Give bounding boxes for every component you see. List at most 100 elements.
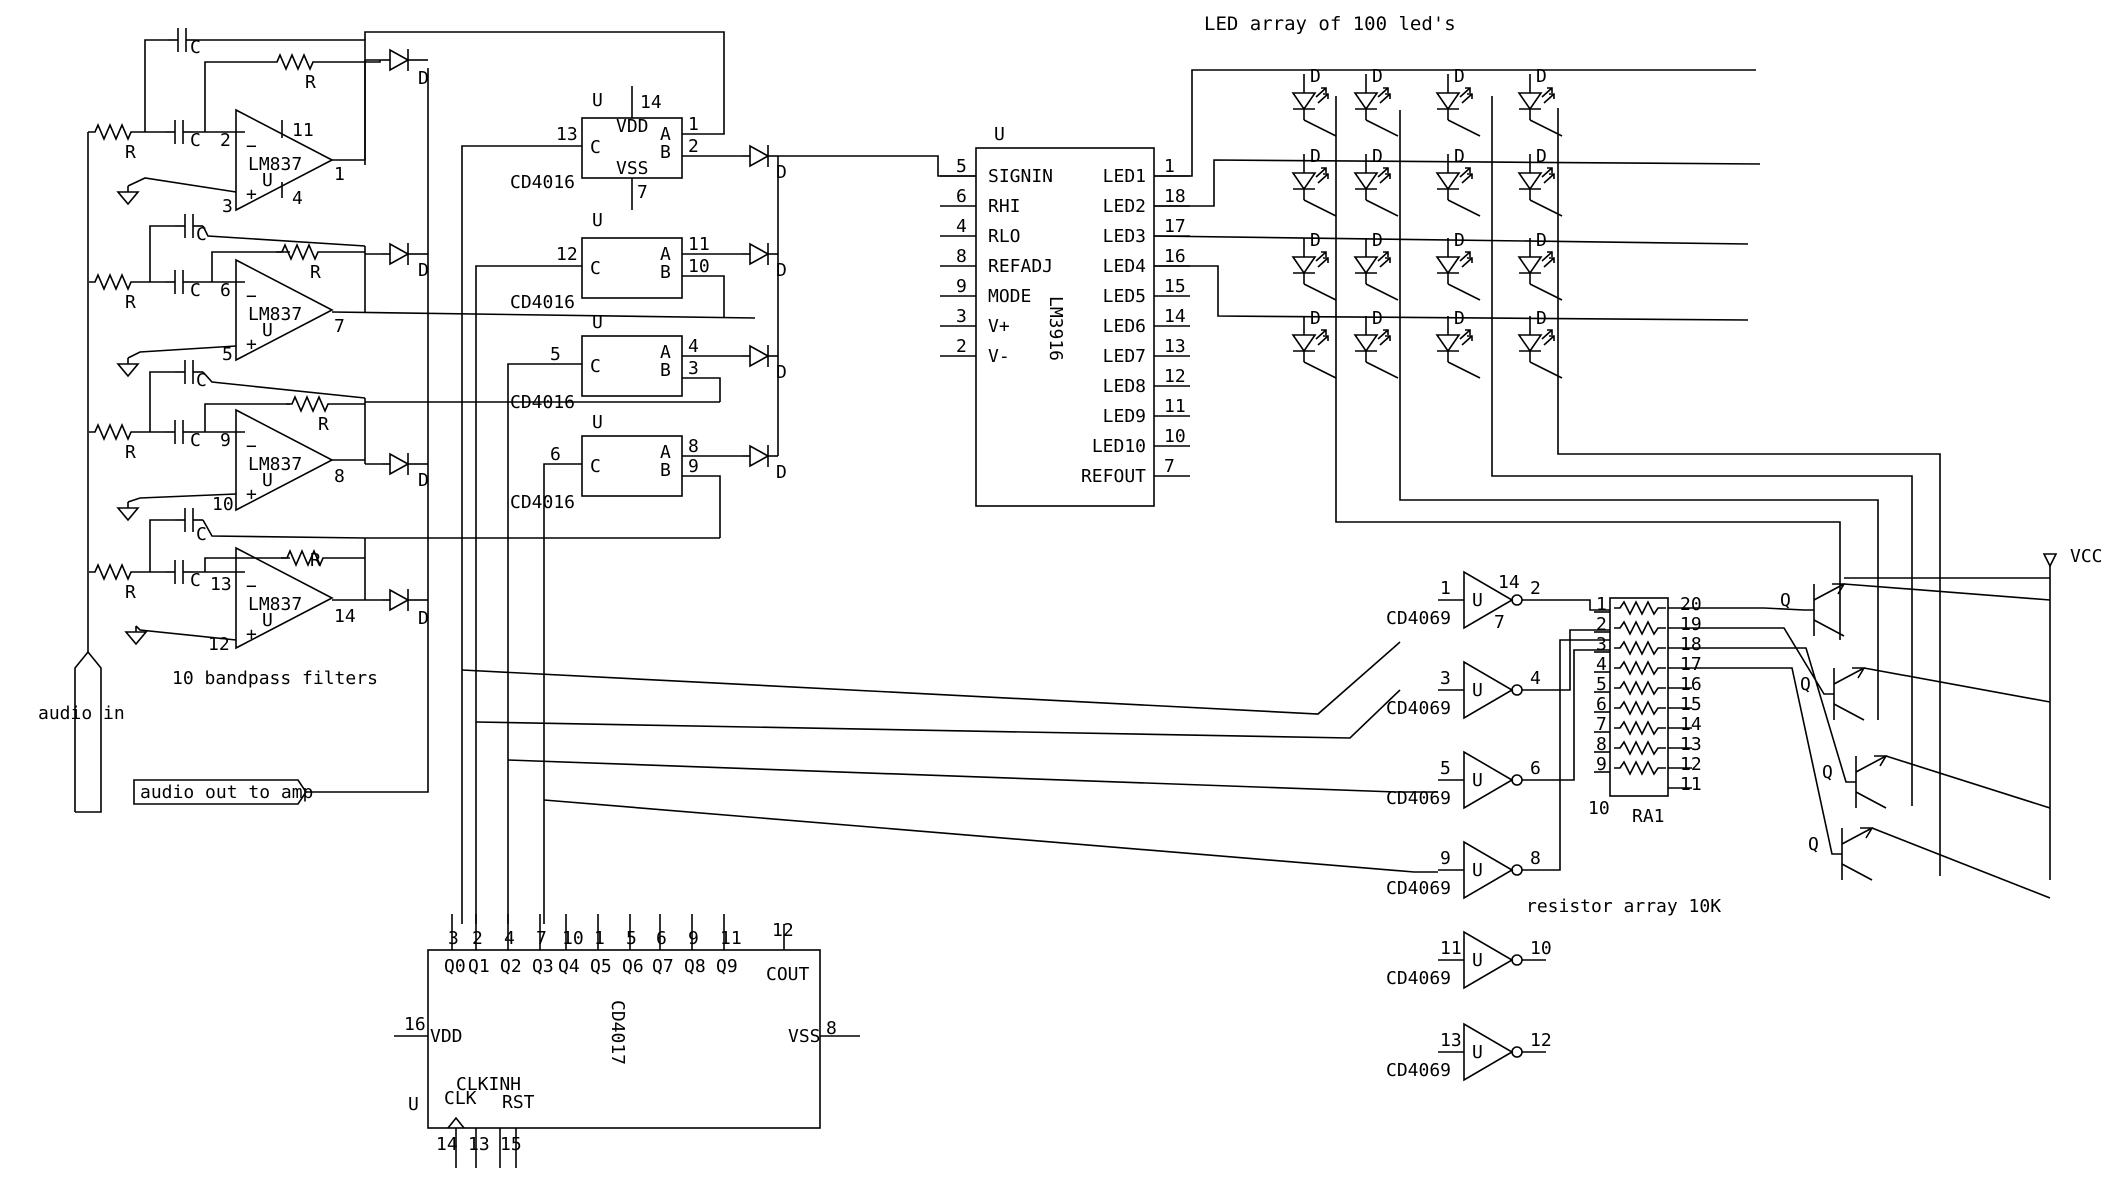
opamp-2-symbol (235, 258, 334, 362)
filter-3-c-label: C (190, 430, 201, 451)
opamp-3-symbol (235, 408, 334, 512)
opamp-1-unit: U (262, 170, 273, 191)
switch-1-part: CD4016 (510, 172, 575, 193)
led-r1-c1 (1292, 81, 1329, 121)
cd4017-vss-pin: 8 (826, 1018, 837, 1039)
ra-right-pin-13: 13 (1680, 734, 1702, 755)
lm3916-pin-led3-num: 17 (1164, 216, 1186, 237)
audio-in-connector (74, 650, 102, 813)
cd4017-pin-q4-num: 10 (562, 928, 584, 949)
filter-2-c-label: C (190, 280, 201, 301)
led-r3-c1-label: D (1310, 230, 1321, 251)
resistor-array-box (1609, 597, 1669, 797)
inverter-1-pwr-top: 14 (1498, 572, 1520, 593)
inverter-5-part: CD4069 (1386, 968, 1451, 989)
led-r4-c3-label: D (1454, 308, 1465, 329)
inverter-6-out-pin: 12 (1530, 1030, 1552, 1051)
transistor-3-label: Q (1822, 762, 1833, 783)
cd4017-bottom-pin-2: 13 (468, 1134, 490, 1155)
switch-1-c-label: C (590, 137, 601, 158)
inverter-2-out-pin: 4 (1530, 668, 1541, 689)
lm3916-pin-led8-num: 12 (1164, 366, 1186, 387)
inverter-5-out-pin: 10 (1530, 938, 1552, 959)
counter-to-inverter-wires (461, 641, 1438, 873)
filter-stage-2: R C C R D 6 5 7 LM837 U (88, 213, 756, 377)
ra-resistor-5 (1614, 680, 1666, 696)
led-r1-c3 (1436, 81, 1473, 121)
switch-3-b-pin: 3 (688, 358, 699, 379)
lm3916-pin-rlo-num: 4 (956, 216, 967, 237)
led-r3-c3-label: D (1454, 230, 1465, 251)
cd4017-rst: RST (502, 1092, 535, 1113)
lm3916-pin-led4-num: 16 (1164, 246, 1186, 267)
inverter-2-part: CD4069 (1386, 698, 1451, 719)
opamp-3-pin-minus: 9 (220, 430, 231, 451)
switch-1-vdd: VDD (616, 116, 649, 137)
cd4017-vss: VSS (788, 1026, 821, 1047)
ra-pin10-label: 10 (1588, 798, 1610, 819)
ra-resistor-1 (1614, 600, 1666, 616)
ra-left-pin-9: 9 (1596, 754, 1607, 775)
cd4017-vdd-pin: 16 (404, 1014, 426, 1035)
cd4017-pin-q1-name: Q1 (468, 956, 490, 977)
filter-3-c2-label: C (196, 370, 207, 391)
filter-4-d-label: D (418, 608, 429, 629)
switch-2-a-pin: 11 (688, 234, 710, 255)
led-r1-c4-label: D (1536, 66, 1547, 87)
led-r2-c2 (1354, 161, 1391, 201)
filter-section: audio in audio out to amp 10 bandpass fi… (38, 27, 756, 813)
lm3916-pin-led1-name: LED1 (1103, 166, 1146, 187)
led-r2-c1 (1292, 161, 1329, 201)
svg-text:A: A (660, 442, 671, 463)
lm3916-pin-v+-name: V+ (988, 316, 1010, 337)
led-r2-c3-label: D (1454, 146, 1465, 167)
ra-left-pin-5: 5 (1596, 674, 1607, 695)
inverter-2-in-pin: 3 (1440, 668, 1451, 689)
inverter-4-unit: U (1472, 860, 1483, 881)
switch-1-unit: U (592, 90, 603, 111)
lm3916-pin-led8-name: LED8 (1103, 376, 1146, 397)
inverter-5-unit: U (1472, 950, 1483, 971)
lm3916-pin-led2-num: 18 (1164, 186, 1186, 207)
cd4017-pin-q9-num: 11 (720, 928, 742, 949)
lm3916-unit: U (994, 124, 1005, 145)
opamp-2-pin-plus: 5 (222, 344, 233, 365)
filter-stage-4: R C C R D 13 12 14 LM837 (88, 507, 720, 655)
lm3916-pin-led9-name: LED9 (1103, 406, 1146, 427)
lm3916-pin-v--name: V- (988, 346, 1010, 367)
filter-2-r-label: R (125, 292, 136, 313)
inverter-5-in-pin: 11 (1440, 938, 1462, 959)
switch-3-a-pin: 4 (688, 336, 699, 357)
opamp-2-pin-minus: 6 (220, 280, 231, 301)
lm3916-pin-led10-name: LED10 (1092, 436, 1146, 457)
switch-4-c-label: C (590, 456, 601, 477)
inverter-1-pwr-bot: 7 (1494, 612, 1505, 633)
ra-right-pin-18: 18 (1680, 634, 1702, 655)
led-r2-c4 (1518, 161, 1555, 201)
svg-text:+: + (246, 484, 257, 505)
inverter-4-part: CD4069 (1386, 878, 1451, 899)
led-r3-c1 (1292, 245, 1329, 285)
opamp-4-pin-minus: 13 (210, 574, 232, 595)
switch-4: C A B U CD4016 6 8 9 D (510, 412, 787, 924)
inverter-3-in-pin: 5 (1440, 758, 1451, 779)
cd4017-pin-q7-num: 6 (656, 928, 667, 949)
led-r4-c1 (1292, 323, 1329, 363)
led-r3-c2 (1354, 245, 1391, 285)
switch-2-ctrl-pin: 12 (556, 244, 578, 265)
opamp-3-part: LM837 (248, 454, 302, 475)
svg-text:B: B (660, 360, 671, 381)
lm3916-pin-led1-num: 1 (1164, 156, 1175, 177)
filter-3-r-label: R (125, 442, 136, 463)
opamp-2-part: LM837 (248, 304, 302, 325)
lm3916-pin-v--num: 2 (956, 336, 967, 357)
cd4017-pin-q2-num: 4 (504, 928, 515, 949)
cd4017-bottom-pin-1: 14 (436, 1134, 458, 1155)
inverter-6-in-pin: 13 (1440, 1030, 1462, 1051)
cd4017-pin-q8-name: Q8 (684, 956, 706, 977)
lm3916-pin-led5-name: LED5 (1103, 286, 1146, 307)
diagram-title: LED array of 100 led's (1204, 13, 1456, 35)
